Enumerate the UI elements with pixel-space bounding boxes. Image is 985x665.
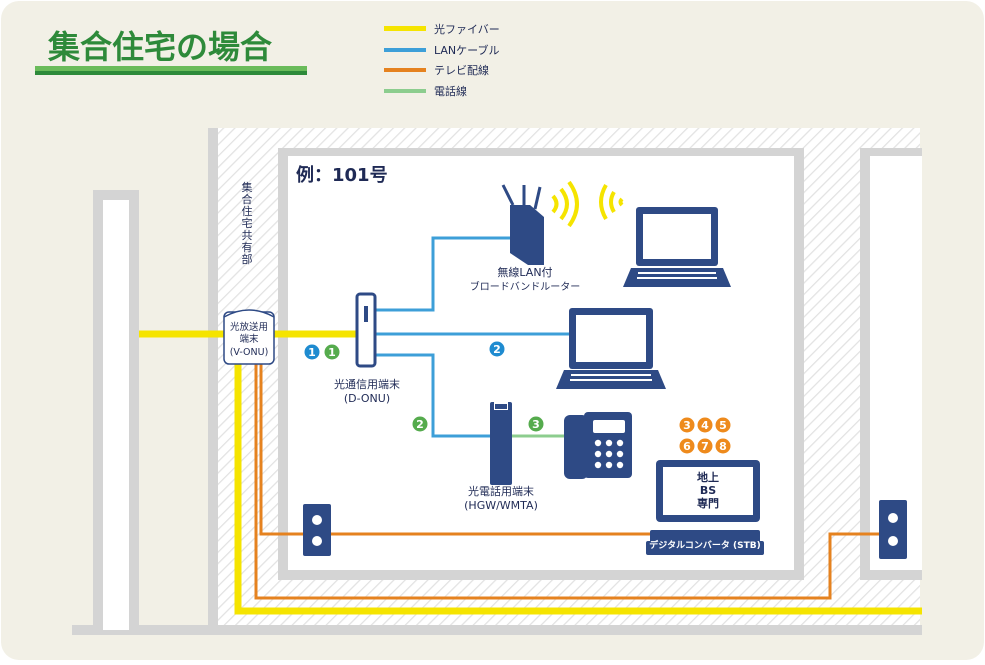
ground-line	[72, 625, 922, 635]
legend-swatch-fiber	[384, 26, 426, 31]
wall-outlet-icon	[303, 504, 331, 556]
title-underline	[35, 66, 307, 71]
legend-label-tv: テレビ配線	[434, 63, 489, 77]
svg-text:8: 8	[719, 440, 727, 453]
hgw-label-2: (HGW/WMTA)	[464, 499, 538, 512]
page-title: 集合住宅の場合	[47, 28, 272, 66]
tv-label-1: 地上	[697, 470, 719, 484]
svg-text:集合住宅共有部: 集合住宅共有部	[242, 180, 253, 266]
marker-orange-7: 7	[697, 438, 713, 454]
v-onu-label-2: 端末	[239, 333, 259, 345]
svg-text:3: 3	[683, 419, 691, 432]
lan-cable	[376, 236, 569, 438]
hgw-label-1: 光電話用端末	[468, 484, 534, 498]
svg-text:1: 1	[328, 346, 336, 359]
v-onu-device: 光放送用 端末 (V-ONU)	[223, 309, 275, 365]
svg-text:2: 2	[416, 418, 424, 431]
d-onu-device: 光通信用端末 (D-ONU)	[334, 292, 400, 405]
d-onu-label-2: (D-ONU)	[344, 392, 390, 405]
stb-device: デジタルコンバータ (STB)	[646, 530, 764, 555]
wired-laptop-icon	[556, 308, 666, 389]
telephone-icon	[564, 412, 632, 479]
svg-text:7: 7	[701, 440, 709, 453]
legend-swatch-lan	[384, 48, 426, 52]
v-onu-label-3: (V-ONU)	[230, 347, 269, 358]
svg-text:1: 1	[308, 346, 316, 359]
marker-orange-5: 5	[715, 417, 731, 433]
marker-orange-6: 6	[679, 438, 695, 454]
legend-label-phone: 電話線	[434, 84, 467, 98]
legend-swatch-tv	[384, 68, 426, 72]
marker-blue-2: 2	[489, 341, 505, 357]
router-device: 無線LAN付 ブロードバンドルーター	[470, 180, 581, 293]
svg-text:4: 4	[701, 419, 709, 432]
wifi-signal-icon	[551, 194, 559, 214]
marker-blue-1: 1	[304, 344, 320, 360]
tv-icon: 地上 BS 専門	[656, 460, 760, 522]
marker-green-2: 2	[412, 416, 428, 432]
tv-label-3: 専門	[697, 496, 719, 510]
marker-green-1: 1	[324, 344, 340, 360]
tv-cable	[254, 360, 880, 600]
router-label-1: 無線LAN付	[497, 265, 552, 279]
building-wall-left	[208, 128, 218, 628]
svg-text:2: 2	[493, 343, 501, 356]
svg-text:3: 3	[532, 418, 540, 431]
svg-text:6: 6	[683, 440, 691, 453]
legend-swatch-phone	[384, 89, 426, 93]
stb-label: デジタルコンバータ (STB)	[649, 539, 760, 551]
legend: 光ファイバー LANケーブル テレビ配線 電話線	[384, 22, 500, 98]
wall-outlet-neighbor-icon	[879, 500, 907, 559]
room-label: 例：101号	[296, 164, 388, 186]
hgw-device: 光電話用端末 (HGW/WMTA)	[464, 402, 538, 512]
service-markers: 1 1 2 2 3 3 4 5 6 7 8	[304, 341, 731, 454]
svg-text:5: 5	[719, 419, 727, 432]
router-label-2: ブロードバンドルーター	[470, 280, 581, 293]
marker-orange-3: 3	[679, 417, 695, 433]
marker-orange-4: 4	[697, 417, 713, 433]
fiber-cable	[139, 330, 922, 615]
v-onu-label-1: 光放送用	[230, 321, 268, 333]
d-onu-label-1: 光通信用端末	[334, 377, 400, 391]
marker-orange-8: 8	[715, 438, 731, 454]
tv-label-2: BS	[700, 484, 716, 497]
common-area-label: 集合住宅共有部	[242, 180, 253, 266]
legend-label-fiber: 光ファイバー	[434, 22, 500, 36]
marker-green-3: 3	[528, 416, 544, 432]
wireless-laptop-icon	[599, 183, 731, 287]
legend-label-lan: LANケーブル	[434, 43, 499, 57]
